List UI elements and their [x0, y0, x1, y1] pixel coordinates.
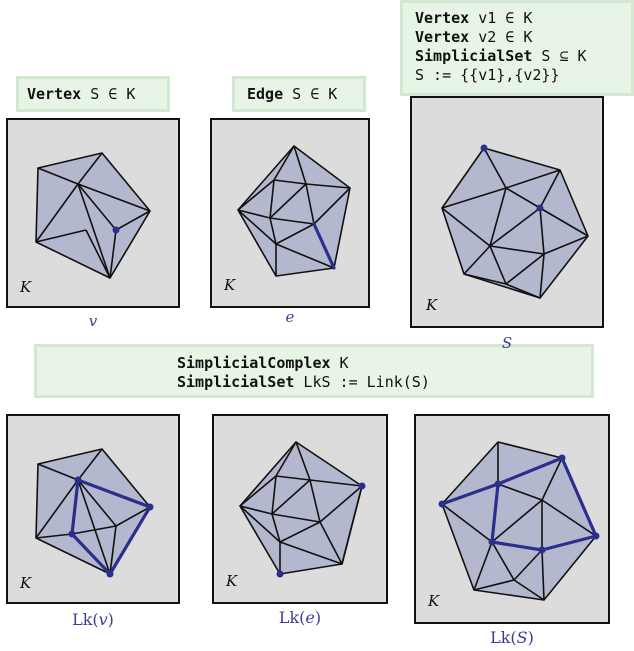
code-text: S ⊆ K — [532, 47, 587, 65]
panel-edge: K — [210, 118, 370, 308]
complex-label: K — [223, 276, 236, 294]
code-box-edge: Edge S ∈ K — [232, 76, 366, 112]
code-box-simplicial-set: Vertex v1 ∈ K Vertex v2 ∈ K SimplicialSe… — [400, 0, 634, 96]
caption-link-v: Lk(v) — [72, 610, 114, 629]
code-text: K — [330, 354, 349, 372]
code-text: v1 ∈ K — [469, 9, 533, 27]
edge-highlight — [312, 222, 336, 270]
keyword: Vertex — [415, 28, 470, 46]
mesh — [441, 147, 589, 299]
complex-label: K — [425, 296, 438, 314]
link-vertices — [438, 454, 600, 554]
panel-link-v: K — [6, 414, 180, 604]
caption-link-e: Lk(e) — [278, 608, 322, 627]
complex-label: K — [19, 574, 32, 592]
link-vertices — [276, 482, 366, 578]
complex-label: K — [225, 572, 238, 590]
vertex-v1-marker — [480, 144, 488, 152]
link-vertices — [68, 476, 154, 578]
keyword: SimplicialSet — [415, 47, 533, 65]
caption-e: e — [285, 308, 295, 326]
complex-label: K — [19, 278, 32, 296]
complex-label: K — [427, 592, 440, 610]
vertex-v2-marker — [536, 204, 544, 212]
caption-link-s: Lk(S) — [490, 628, 534, 647]
keyword: Edge — [247, 85, 284, 103]
code-box-link: SimplicialComplex K SimplicialSet LkS :=… — [34, 344, 594, 398]
code-box-vertex: Vertex S ∈ K — [16, 76, 170, 112]
vertex-marker — [112, 226, 120, 234]
keyword: Vertex — [415, 9, 470, 27]
panel-vertex: K — [6, 118, 180, 308]
code-text: S ∈ K — [81, 85, 136, 103]
panel-link-e: K — [212, 414, 388, 604]
mesh — [239, 441, 363, 575]
keyword: Vertex — [27, 85, 82, 103]
caption-s: S — [501, 334, 513, 352]
keyword: SimplicialSet — [177, 373, 295, 391]
keyword: SimplicialComplex — [177, 354, 331, 372]
code-text: S := {{v1},{v2}} — [415, 66, 560, 84]
code-text: LkS := Link(S) — [294, 373, 430, 391]
caption-v: v — [88, 312, 98, 330]
panel-link-s: K — [414, 414, 610, 624]
code-text: S ∈ K — [283, 85, 338, 103]
code-text: v2 ∈ K — [469, 28, 533, 46]
panel-set: K — [410, 96, 604, 328]
mesh — [35, 152, 151, 279]
